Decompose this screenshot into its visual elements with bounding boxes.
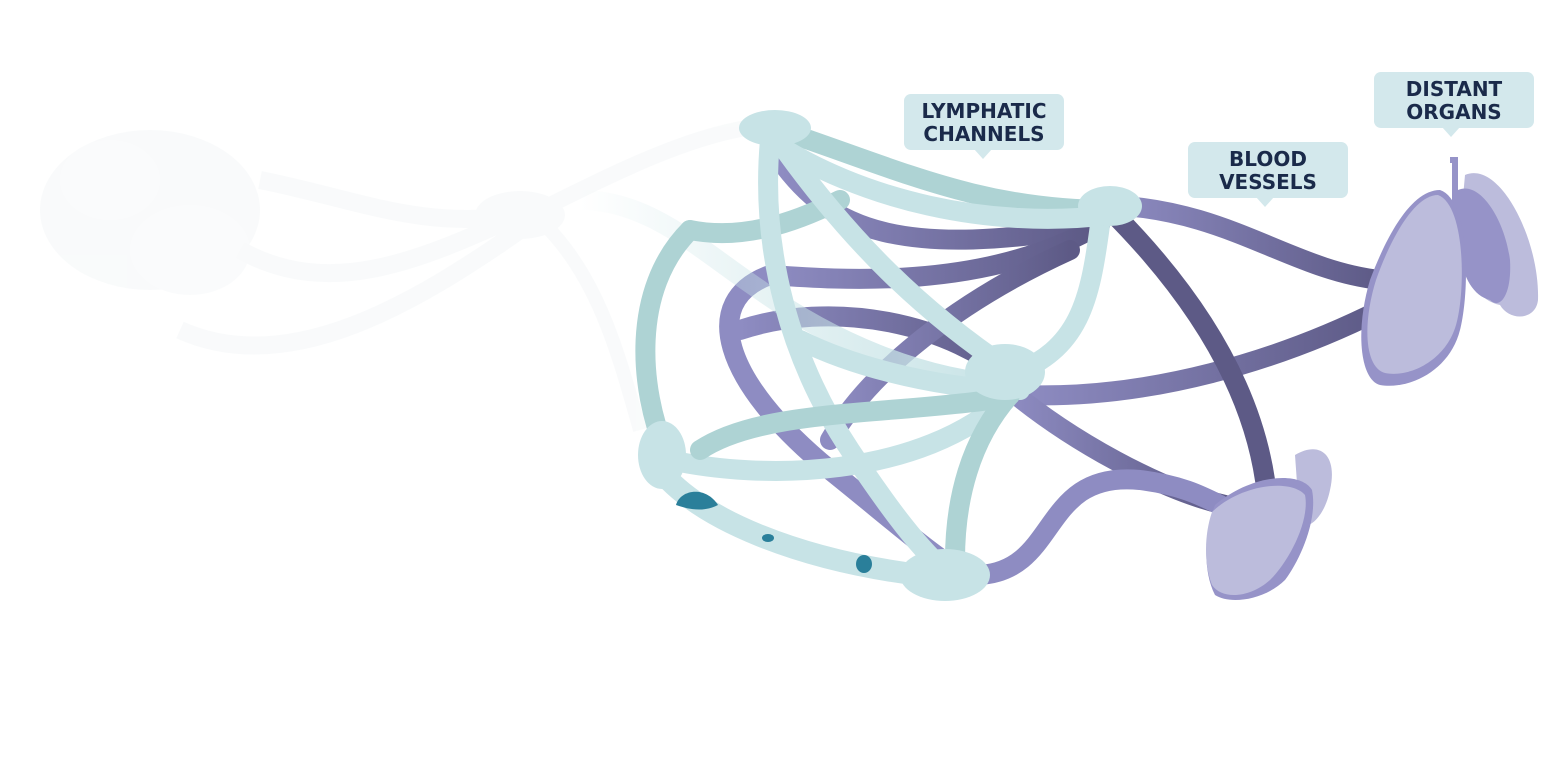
tumor-cell	[762, 534, 774, 542]
blood-vessel	[970, 469, 1230, 585]
blood-vessel	[1100, 195, 1390, 290]
liver-organ	[1206, 449, 1332, 600]
primary-tumor-ghost	[40, 117, 771, 432]
lymphatic-channel	[775, 140, 1020, 380]
lymph-node	[965, 344, 1045, 400]
blood-vessels-label: BLOOD VESSELS	[1188, 142, 1348, 207]
blood-vessel	[1010, 300, 1390, 406]
distant-organs-label: DISTANT ORGANS	[1374, 72, 1534, 137]
lymphatic-channel	[660, 385, 1020, 481]
lymphatic-channel	[945, 385, 1020, 570]
tumor-cell	[676, 491, 718, 510]
tumor-cells	[676, 491, 872, 573]
lymphatic-channel	[690, 390, 1000, 460]
tumor-cell	[856, 555, 872, 573]
blood-vessel-network	[719, 150, 1390, 585]
lymph-node	[900, 549, 990, 601]
lymph-node	[638, 421, 686, 489]
lymphatic-network	[570, 110, 1142, 601]
lymph-node	[739, 110, 811, 146]
lymphatic-channel	[760, 130, 1120, 229]
blood-vessel	[1100, 200, 1275, 490]
lymph-node	[1078, 186, 1142, 226]
lungs-organ	[1361, 157, 1539, 386]
lymphatic-channel	[635, 220, 700, 460]
lymphatic-channel	[770, 120, 1120, 220]
lymphatic-channels-label: LYMPHATIC CHANNELS	[904, 94, 1064, 159]
blood-vessel	[760, 220, 1100, 289]
lymphatic-channel	[649, 459, 931, 586]
